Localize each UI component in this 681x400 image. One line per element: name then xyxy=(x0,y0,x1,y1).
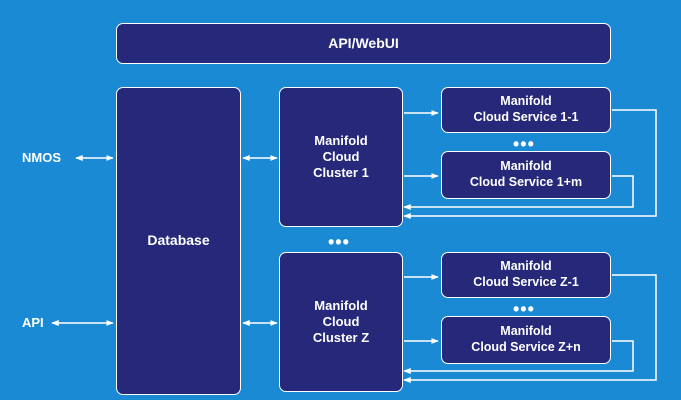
service-z-n-line-2: Cloud Service Z+n xyxy=(471,340,581,354)
api-label: API xyxy=(22,315,44,330)
service-z-n-line-1: Manifold xyxy=(500,324,552,339)
cluster-z-line-3: Cluster Z xyxy=(312,330,370,346)
api-webui-box: API/WebUI xyxy=(116,23,611,64)
service-z-ellipsis: ••• xyxy=(513,299,535,319)
service-1-m-return-path xyxy=(403,175,634,210)
cluster-1-line-1: Manifold xyxy=(314,132,368,148)
cluster-1-line-2: Cloud xyxy=(322,148,360,164)
service-z-n-return-path xyxy=(403,340,634,374)
service-1-m-box: Manifold Cloud Service 1+m xyxy=(441,151,611,199)
cluster-z-line-1: Manifold xyxy=(314,297,368,313)
service-1-1-box: Manifold Cloud Service 1-1 xyxy=(441,87,611,133)
service-z-1-return-path xyxy=(403,274,657,383)
database-box: Database xyxy=(116,87,241,395)
service-1-1-return-path xyxy=(403,109,657,219)
service-z-n-box: Manifold Cloud Service Z+n xyxy=(441,316,611,364)
cluster-ellipsis: ••• xyxy=(328,232,350,252)
api-webui-label: API/WebUI xyxy=(328,34,399,51)
cluster-1-box: Manifold Cloud Cluster 1 xyxy=(279,87,403,227)
nmos-label: NMOS xyxy=(22,150,61,165)
cluster-1-line-3: Cluster 1 xyxy=(313,165,369,181)
service-1-1-line-1: Manifold xyxy=(500,94,552,109)
cluster-z-line-2: Cloud xyxy=(322,313,360,329)
service-1-ellipsis: ••• xyxy=(513,134,535,154)
service-1-1-line-2: Cloud Service 1-1 xyxy=(473,110,579,124)
service-1-m-line-2: Cloud Service 1+m xyxy=(469,175,583,189)
cluster-z-box: Manifold Cloud Cluster Z xyxy=(279,252,403,392)
service-z-1-line-1: Manifold xyxy=(500,259,552,274)
service-z-1-line-2: Cloud Service Z-1 xyxy=(473,275,579,289)
service-z-1-box: Manifold Cloud Service Z-1 xyxy=(441,252,611,298)
database-label: Database xyxy=(147,232,210,249)
service-1-m-line-1: Manifold xyxy=(500,159,552,174)
